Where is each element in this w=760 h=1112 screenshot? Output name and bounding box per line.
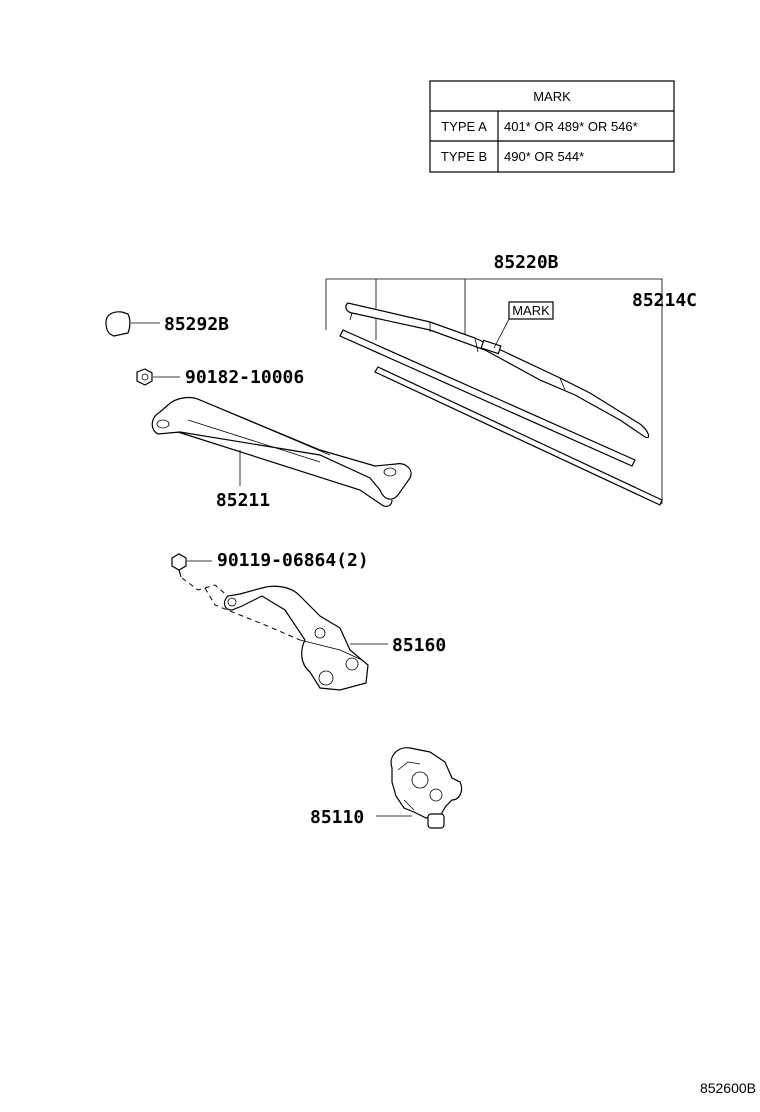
part-label-85160: 85160 <box>392 635 446 656</box>
nut-part: 90182-10006 <box>136 367 304 388</box>
part-label-85220B: 85220B <box>493 252 558 273</box>
part-label-85211: 85211 <box>216 490 270 511</box>
part-label-85110: 85110 <box>310 807 364 828</box>
bolt-part: 90119-06864(2) <box>171 550 369 641</box>
wiper-blade <box>345 302 650 439</box>
part-label-90119-06864: 90119-06864(2) <box>217 550 369 571</box>
wiper-arm: 85211 <box>151 396 412 511</box>
mark-tag-label: MARK <box>512 303 550 318</box>
mark-tag: MARK <box>493 301 554 349</box>
part-label-85214C: 85214C <box>632 290 697 311</box>
mark-table-type-b-marks: 490* OR 544* <box>504 149 584 164</box>
mark-table-type-a: TYPE A <box>441 119 487 134</box>
blade-rubber-strip <box>339 329 663 506</box>
mark-table-header: MARK <box>533 89 571 104</box>
part-label-90182-10006: 90182-10006 <box>185 367 304 388</box>
mark-table-type-b: TYPE B <box>441 149 487 164</box>
wiper-motor: 85110 <box>310 747 463 829</box>
blade-assembly-group: 85220B 85214C MARK <box>325 252 697 506</box>
wiper-link: 85160 <box>223 585 446 691</box>
part-label-85292B: 85292B <box>164 314 229 335</box>
mark-table-type-a-marks: 401* OR 489* OR 546* <box>504 119 638 134</box>
mark-table: MARK TYPE A 401* OR 489* OR 546* TYPE B … <box>429 80 675 173</box>
cap-part: 85292B <box>105 311 229 337</box>
diagram-reference-number: 852600B <box>700 1080 756 1096</box>
